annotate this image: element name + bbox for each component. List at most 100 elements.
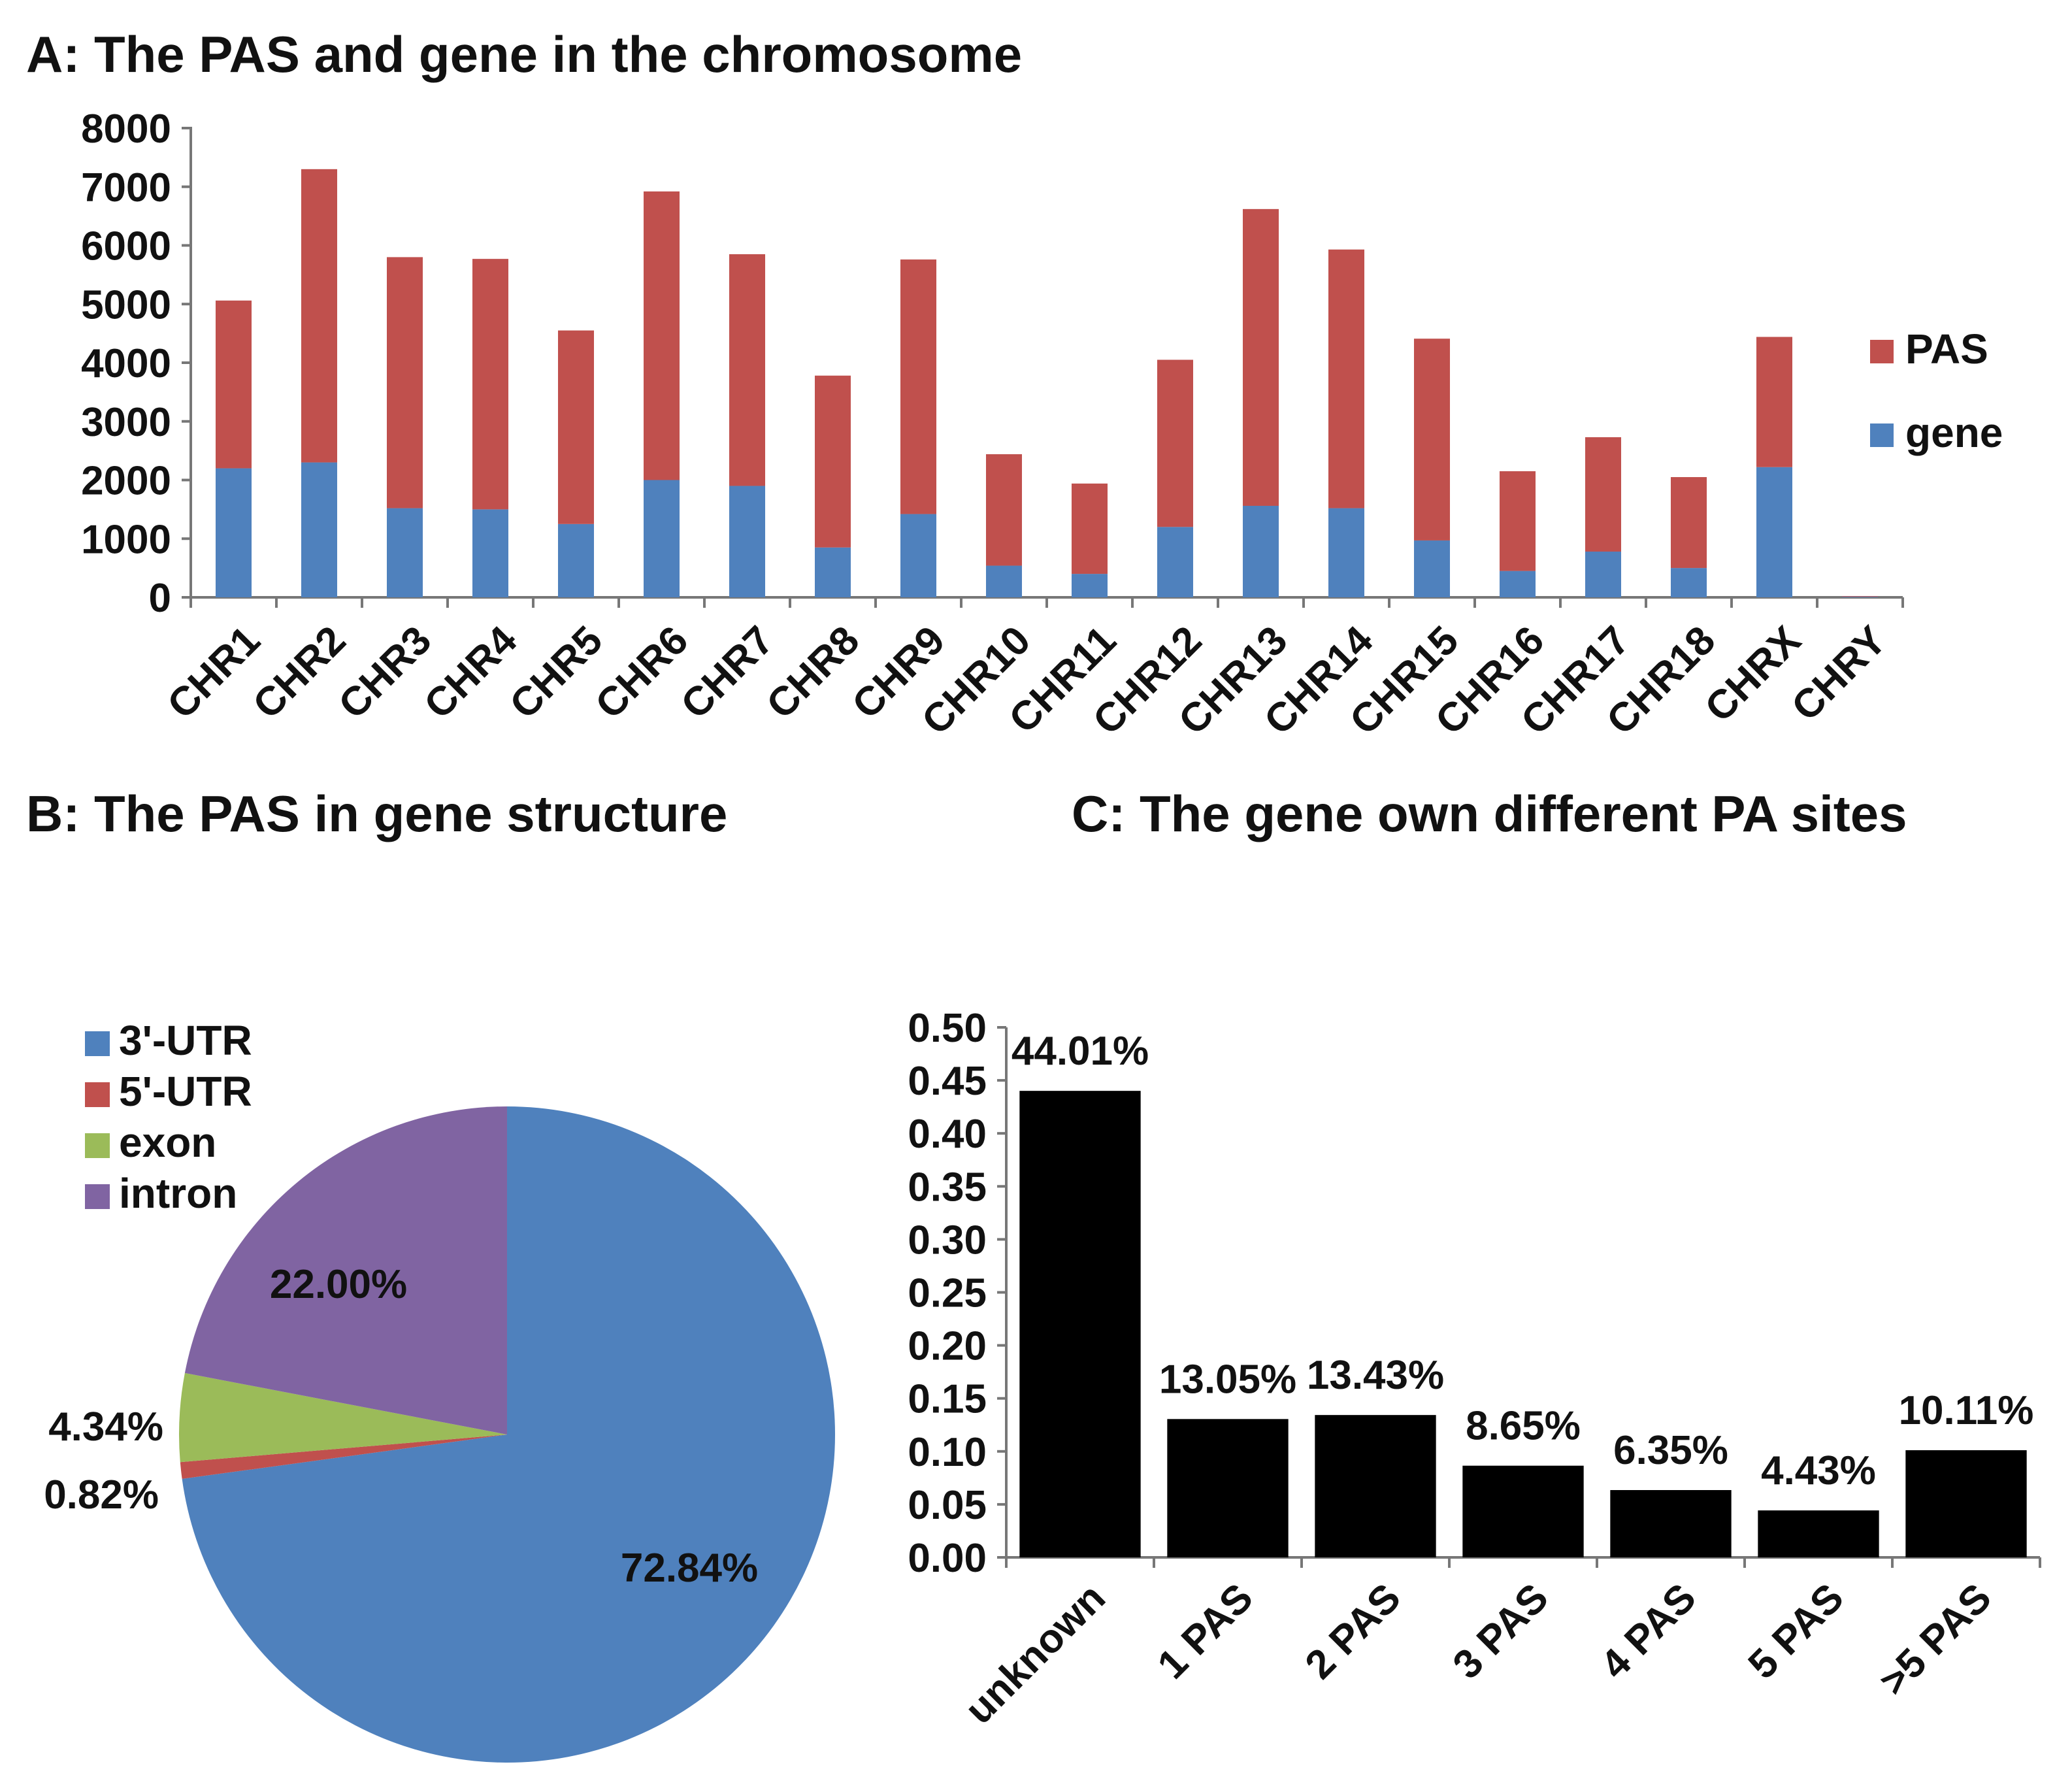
chart-b-legend-swatch: [85, 1082, 110, 1107]
chart-c-x-tick-label: 5 PAS: [1740, 1575, 1852, 1687]
chart-c-data-label: 44.01%: [1011, 1029, 1149, 1074]
chart-c-data-label: 13.05%: [1159, 1357, 1296, 1402]
panel-c-title: C: The gene own different PA sites: [1072, 785, 1907, 842]
chart-a-y-tick-label: 5000: [81, 282, 171, 327]
chart-a-x-tick-label: CHR7: [672, 618, 782, 727]
chart-a-x-tick-label: CHR5: [501, 618, 611, 727]
chart-c-bar: [1315, 1415, 1436, 1557]
chart-c-bar: [1019, 1091, 1141, 1557]
chart-c-data-label: 13.43%: [1307, 1353, 1444, 1398]
chart-a-y-tick-label: 8000: [81, 107, 171, 152]
chart-c-bar: [1462, 1465, 1584, 1557]
chart-a-x-tick-label: CHR2: [244, 618, 354, 727]
chart-c-data-label: 4.43%: [1761, 1448, 1876, 1493]
chart-c-y-tick-label: 0.20: [908, 1324, 987, 1369]
chart-a-bar-gene: [215, 468, 252, 597]
chart-a-bar-gene: [472, 509, 509, 597]
chart-c-y-tick-label: 0.45: [908, 1059, 987, 1104]
chart-a-x-tick-label: CHR1: [159, 618, 269, 727]
chart-c-y-tick-label: 0.35: [908, 1165, 987, 1210]
chart-a-bar-pas: [985, 454, 1023, 566]
panel-b-title: B: The PAS in gene structure: [26, 785, 728, 842]
chart-a-y-tick-label: 4000: [81, 341, 171, 386]
chart-c-bar: [1610, 1490, 1732, 1557]
chart-c-y-tick-label: 0.30: [908, 1218, 987, 1263]
chart-b-data-label: 4.34%: [48, 1404, 163, 1450]
chart-b-legend-label: 3'-UTR: [119, 1017, 252, 1064]
panel-a-title: A: The PAS and gene in the chromosome: [26, 25, 1023, 83]
chart-a-y-tick-label: 3000: [81, 400, 171, 445]
chart-a-x-tick-label: CHRY: [1783, 618, 1895, 729]
chart-c-y-tick-label: 0.40: [908, 1112, 987, 1157]
chart-c-bar: [1905, 1450, 2027, 1557]
chart-c-x-tick-label: 4 PAS: [1592, 1575, 1705, 1687]
chart-a-bar-pas: [472, 259, 509, 510]
chart-a-bar-pas: [1499, 471, 1536, 571]
chart-a-bar-pas: [301, 169, 338, 463]
chart-b-data-label: 0.82%: [44, 1472, 159, 1518]
chart-a-bar-gene: [643, 480, 680, 597]
chart-a-legend-label: gene: [1905, 409, 2003, 456]
chart-a-bar-gene: [1157, 527, 1194, 597]
chart-c-y-tick-label: 0.15: [908, 1377, 987, 1422]
chart-b-legend-label: exon: [119, 1119, 216, 1166]
chart-a-bar-pas: [1841, 596, 1879, 597]
chart-a-bar-pas: [557, 330, 595, 524]
chart-a-bar-gene: [814, 547, 851, 597]
chart-a-x-tick-label: CHR6: [587, 618, 697, 727]
chart-a-bar-pas: [215, 300, 252, 469]
chart-b-legend-swatch: [85, 1184, 110, 1209]
chart-a-y-tick-label: 0: [149, 576, 171, 621]
chart-b-legend-swatch: [85, 1133, 110, 1158]
chart-a-bar-pas: [1328, 249, 1365, 508]
chart-a-bar-pas: [643, 191, 680, 480]
chart-a-bar-gene: [1585, 551, 1622, 597]
chart-c-y-tick-label: 0.10: [908, 1430, 987, 1475]
chart-c-data-label: 8.65%: [1466, 1404, 1581, 1449]
chart-c-x-tick-label: 2 PAS: [1297, 1575, 1409, 1687]
chart-c-y-tick-label: 0.25: [908, 1271, 987, 1316]
chart-a-legend-swatch: [1870, 423, 1894, 447]
chart-c-x-tick-label: unknown: [957, 1575, 1114, 1733]
chart-c-y-tick-label: 0.00: [908, 1536, 987, 1581]
chart-a-bar-pas: [1413, 339, 1451, 540]
chart-a-legend-swatch: [1870, 340, 1894, 363]
chart-b-slice-exon: [179, 1372, 507, 1463]
chart-b-legend-label: intron: [119, 1170, 237, 1217]
chart-a-bar-gene: [301, 462, 338, 597]
chart-a-bar-pas: [386, 257, 423, 508]
chart-a-x-tick-label: CHR8: [758, 618, 868, 727]
chart-a-x-tick-label: CHRX: [1696, 618, 1809, 731]
chart-c-bar: [1758, 1510, 1879, 1557]
chart-c-y-tick-label: 0.05: [908, 1483, 987, 1528]
chart-b-data-label: 72.84%: [621, 1546, 758, 1591]
chart-c-y-tick-label: 0.50: [908, 1006, 987, 1051]
chart-b-legend-label: 5'-UTR: [119, 1068, 252, 1115]
chart-c-x-tick-label: 1 PAS: [1149, 1575, 1262, 1687]
chart-a-bar-gene: [1071, 574, 1108, 597]
chart-a-x-tick-label: CHR4: [416, 618, 526, 728]
chart-a-bar-pas: [1670, 477, 1707, 569]
chart-c-x-tick-label: 3 PAS: [1445, 1575, 1557, 1687]
chart-b-slice-intron: [184, 1106, 507, 1435]
chart-a-bar-gene: [1242, 505, 1279, 597]
chart-a-bar-gene: [557, 523, 595, 597]
chart-a-bar-gene: [985, 565, 1023, 597]
chart-c-bars: 0.00 0.05 0.10 0.15 0.20 0.25 0.30 0.35 0.40 0.45…: [908, 1006, 2041, 1733]
chart-a-bar-gene: [900, 514, 937, 597]
chart-a-bar-gene: [729, 486, 766, 597]
chart-a-bar-pas: [1585, 437, 1622, 552]
chart-a-bar-pas: [1756, 337, 1793, 467]
chart-a-bar-gene: [386, 508, 423, 597]
chart-a-bar-gene: [1499, 571, 1536, 597]
chart-a-stacked-bars: 010002000300040005000600070008000CHR1CHR…: [81, 107, 2003, 744]
chart-a-legend-label: PAS: [1905, 325, 1988, 373]
chart-a-bar-pas: [900, 259, 937, 514]
chart-a-bar-pas: [1242, 208, 1279, 506]
chart-b-pie: 72.84%0.82%4.34%22.00%3'-UTR5'-UTRexonin…: [44, 1017, 835, 1763]
chart-a-bar-pas: [729, 254, 766, 486]
chart-a-bar-gene: [1413, 540, 1451, 597]
chart-a-y-tick-label: 7000: [81, 165, 171, 210]
chart-c-bar: [1167, 1419, 1289, 1557]
